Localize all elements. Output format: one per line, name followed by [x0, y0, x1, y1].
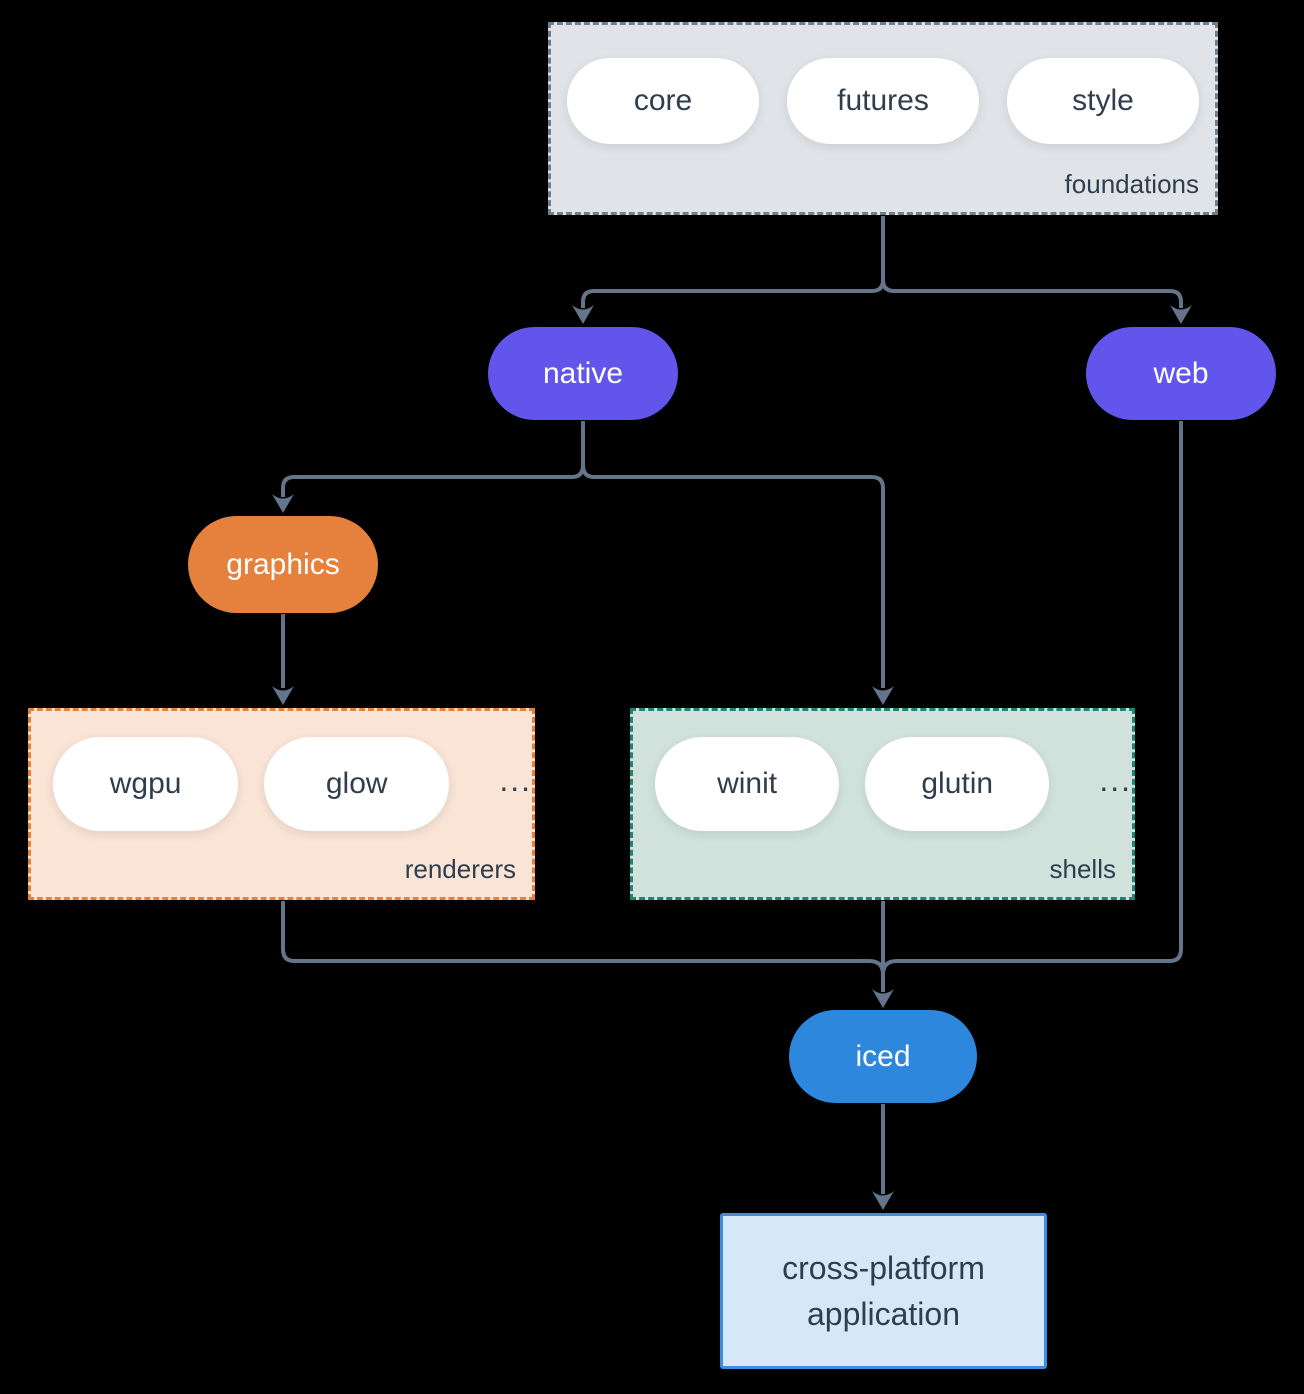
- shells-ellipsis: ...: [1099, 761, 1132, 798]
- node-iced-label: iced: [855, 1039, 911, 1073]
- application-label-line2: application: [807, 1296, 960, 1332]
- foundations-pill-row: core futures style: [551, 25, 1215, 144]
- arrowhead-renderers: [272, 686, 294, 705]
- node-futures-label: futures: [837, 84, 929, 117]
- node-glow-pill: glow: [264, 737, 450, 831]
- node-wgpu-pill: wgpu: [53, 737, 239, 831]
- node-core-pill: core: [567, 58, 759, 144]
- application-box: cross-platform application: [720, 1213, 1047, 1369]
- node-native-pill: native: [488, 327, 678, 420]
- renderers-pill-row: wgpu glow ...: [31, 711, 532, 831]
- node-style-pill: style: [1007, 58, 1199, 144]
- node-winit-pill: winit: [655, 737, 840, 831]
- arrowhead-shells: [872, 686, 894, 705]
- arrowhead-iced: [872, 989, 894, 1008]
- edge-foundations-native: [581, 279, 885, 308]
- node-graphics-pill: graphics: [188, 516, 378, 613]
- arrowhead-native: [572, 305, 594, 324]
- edge-native-graphics: [281, 464, 585, 497]
- edge-foundations-web: [881, 279, 1183, 308]
- foundations-group: core futures style foundations: [548, 22, 1218, 215]
- node-glutin-label: glutin: [921, 767, 994, 800]
- renderers-ellipsis: ...: [499, 761, 532, 798]
- node-futures-pill: futures: [787, 58, 979, 144]
- shells-group-label: shells: [1049, 854, 1116, 884]
- arrowhead-application: [872, 1191, 894, 1210]
- node-web-pill: web: [1086, 327, 1276, 420]
- node-web-label: web: [1153, 356, 1209, 390]
- shells-pill-row: winit glutin ...: [633, 711, 1132, 831]
- node-style-label: style: [1072, 84, 1134, 117]
- arrowhead-graphics: [272, 494, 294, 513]
- shells-group: winit glutin ... shells: [630, 708, 1135, 900]
- node-native-label: native: [542, 356, 624, 390]
- arrowhead-web: [1170, 305, 1192, 324]
- renderers-group: wgpu glow ... renderers: [28, 708, 535, 900]
- node-glow-label: glow: [325, 767, 388, 800]
- node-winit-label: winit: [717, 767, 778, 800]
- node-iced-pill: iced: [789, 1010, 977, 1103]
- foundations-group-label: foundations: [1064, 169, 1199, 199]
- node-core-label: core: [633, 84, 693, 117]
- node-graphics-label: graphics: [226, 547, 340, 581]
- edge-native-shells: [581, 464, 885, 688]
- renderers-group-label: renderers: [404, 854, 516, 884]
- node-glutin-pill: glutin: [865, 737, 1050, 831]
- application-label-line1: cross-platform: [782, 1249, 985, 1286]
- node-wgpu-label: wgpu: [109, 767, 182, 800]
- edge-renderers-iced: [281, 901, 885, 975]
